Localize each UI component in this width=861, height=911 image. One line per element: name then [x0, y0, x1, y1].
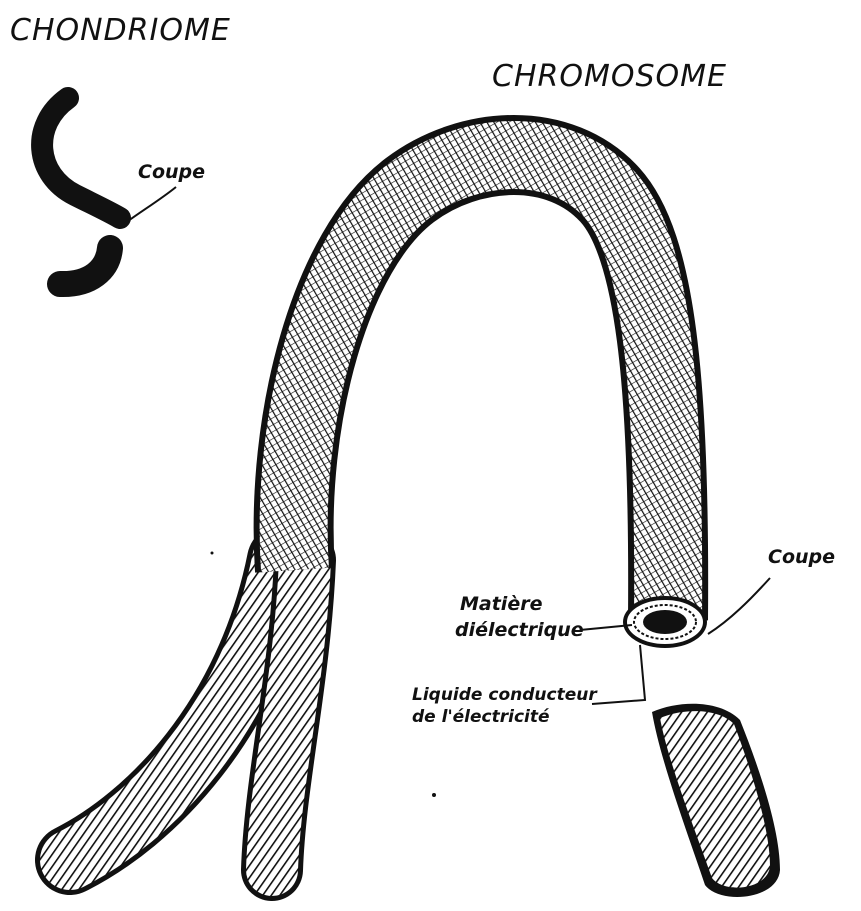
coupe-label-chondriome: Coupe	[138, 161, 205, 183]
speck	[211, 552, 214, 555]
liquide-label-line1: Liquide conducteur	[412, 685, 598, 705]
cross-section-conductive-core	[643, 610, 687, 634]
liquide-label-line2: de l'électricité	[412, 707, 550, 727]
coupe-leader-line-chondriome	[124, 187, 176, 224]
chromosome-middle-leg-texture	[272, 560, 305, 870]
speck	[432, 793, 436, 797]
coupe-leader-line-chromosome	[708, 578, 770, 634]
matiere-label-line1: Matière	[460, 593, 543, 615]
chromosome-title: CHROMOSOME	[492, 59, 727, 94]
chondriome-upper-segment	[42, 98, 120, 218]
coupe-label-chromosome: Coupe	[768, 546, 835, 568]
chondriome-title: CHONDRIOME	[10, 13, 231, 48]
liquide-leader-line	[592, 645, 645, 704]
chromosome-arch-texture	[294, 155, 669, 620]
matiere-label-line2: diélectrique	[455, 619, 584, 641]
chondriome-lower-segment	[60, 248, 110, 284]
